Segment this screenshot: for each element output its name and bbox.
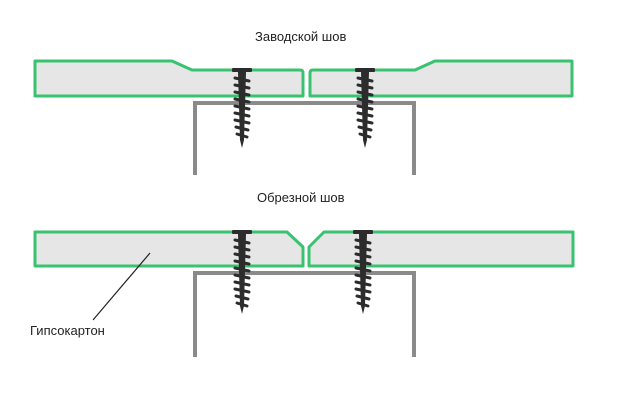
drywall-leader-line [92,252,151,321]
metal-profile-bottom [193,271,416,357]
drywall-board-right-top [308,59,574,98]
screw-icon [232,230,252,314]
drywall-board-left-bottom [33,230,305,268]
cut-seam-figure [33,230,575,357]
screw-icon [355,68,375,148]
drywall-board-left-top [33,59,305,98]
metal-profile-top [193,101,416,175]
screw-icon [353,230,373,314]
drywall-label: Гипсокартон [30,323,105,338]
factory-seam-figure [33,59,574,175]
drywall-board-right-bottom [307,230,575,268]
screw-icon [232,68,252,148]
factory-seam-label: Заводской шов [255,29,346,44]
cut-seam-label: Обрезной шов [257,190,345,205]
